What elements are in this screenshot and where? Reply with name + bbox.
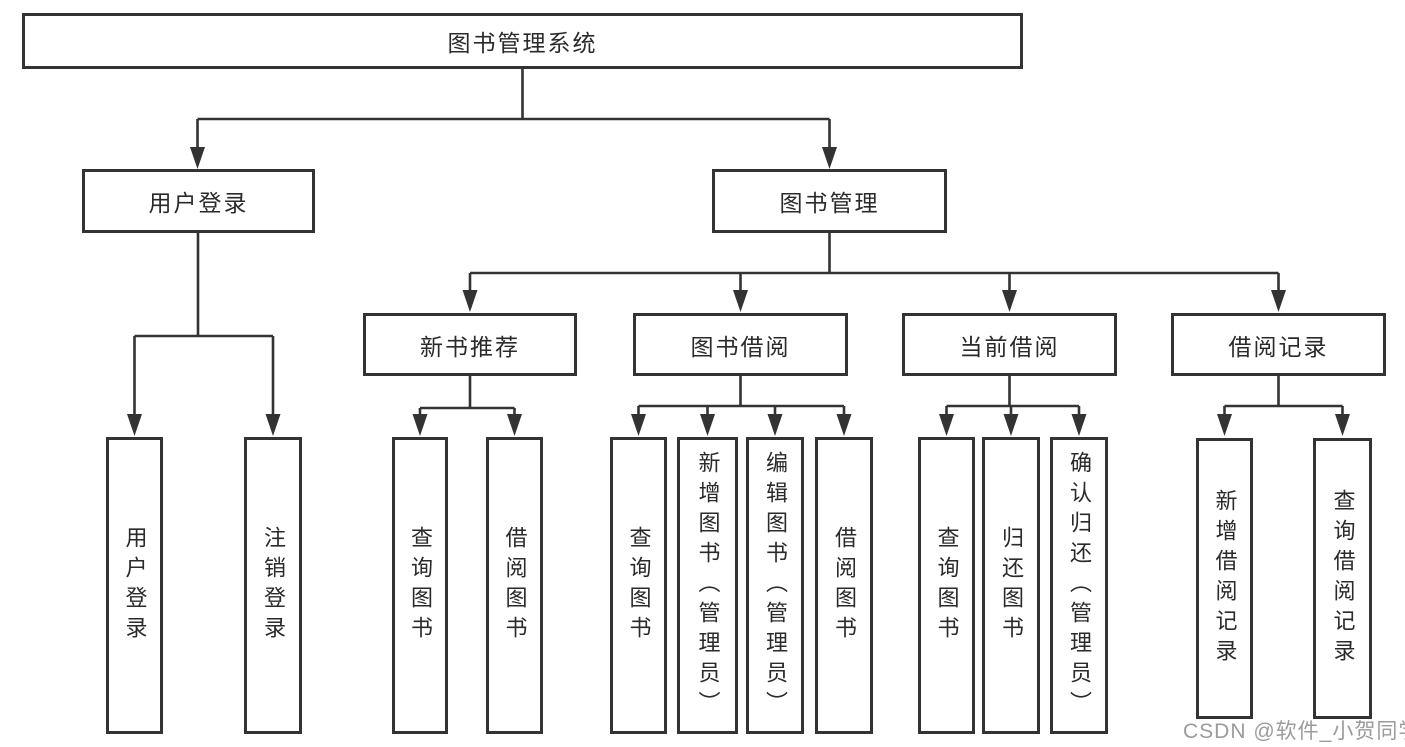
node-current-borrow: 当前借阅 xyxy=(902,313,1117,376)
arrowhead-icon xyxy=(265,414,281,436)
node-label: 用户登录 xyxy=(122,525,148,646)
arrowhead-icon xyxy=(631,414,646,436)
node-label: 归还图书 xyxy=(999,525,1024,646)
node-label: 借阅图书 xyxy=(502,525,528,646)
leaf-user-login: 用户登录 xyxy=(106,437,163,734)
leaf-query-borrow-record: 查询借阅记录 xyxy=(1313,438,1372,719)
node-label: 借阅记录 xyxy=(1228,333,1329,360)
connector-root-to-level2 xyxy=(190,68,837,169)
connector-current-borrow-group xyxy=(939,376,1087,436)
node-label: 新书推荐 xyxy=(420,333,520,360)
connector-new-book-group xyxy=(412,376,522,436)
node-label: 编辑图书（管理员） xyxy=(763,450,788,721)
node-label: 借阅图书 xyxy=(832,525,857,646)
node-label: 用户登录 xyxy=(148,190,249,216)
leaf-query-book-3: 查询图书 xyxy=(918,437,975,734)
node-root-system: 图书管理系统 xyxy=(22,13,1023,69)
arrowhead-icon xyxy=(767,414,783,436)
arrowhead-icon xyxy=(462,290,478,312)
node-label: 图书管理 xyxy=(779,190,880,216)
watermark: CSDN @软件_小贺同学 xyxy=(1183,720,1405,743)
node-book-borrow: 图书借阅 xyxy=(633,313,848,376)
leaf-add-borrow-record: 新增借阅记录 xyxy=(1196,438,1253,719)
connector-book-borrow-group xyxy=(631,376,852,436)
arrowhead-icon xyxy=(127,414,142,436)
arrowhead-icon xyxy=(822,147,837,169)
node-label: 查询借阅记录 xyxy=(1330,488,1356,669)
node-label: 图书管理系统 xyxy=(447,30,598,56)
node-label: 新增图书（管理员） xyxy=(695,450,721,721)
arrowhead-icon xyxy=(939,414,954,436)
arrowhead-icon xyxy=(190,147,205,169)
node-label: 当前借阅 xyxy=(959,333,1060,360)
node-label: 注销登录 xyxy=(261,525,286,646)
node-new-book-recommend: 新书推荐 xyxy=(363,313,577,376)
arrowhead-icon xyxy=(836,414,852,436)
arrowhead-icon xyxy=(1003,414,1019,436)
node-book-management: 图书管理 xyxy=(712,169,947,233)
node-label: 新增借阅记录 xyxy=(1212,488,1238,669)
node-borrow-record: 借阅记录 xyxy=(1171,313,1386,376)
node-label: 查询图书 xyxy=(626,525,652,646)
arrowhead-icon xyxy=(507,414,522,436)
connector-book-mgmt-to-level3 xyxy=(462,233,1286,312)
connector-borrow-record-group xyxy=(1217,376,1350,436)
leaf-borrow-book-2: 借阅图书 xyxy=(815,437,873,734)
arrowhead-icon xyxy=(700,414,715,436)
leaf-add-book-admin: 新增图书（管理员） xyxy=(677,437,738,734)
arrowhead-icon xyxy=(412,414,428,436)
arrowhead-icon xyxy=(733,290,748,312)
arrowhead-icon xyxy=(1217,414,1232,436)
node-user-login: 用户登录 xyxy=(82,169,315,233)
arrowhead-icon xyxy=(1335,414,1350,436)
leaf-query-book-1: 查询图书 xyxy=(392,437,448,734)
node-label: 确认归还（管理员） xyxy=(1067,450,1092,721)
arrowhead-icon xyxy=(1071,414,1087,436)
leaf-confirm-return-admin: 确认归还（管理员） xyxy=(1050,437,1108,734)
leaf-edit-book-admin: 编辑图书（管理员） xyxy=(746,437,804,734)
leaf-query-book-2: 查询图书 xyxy=(610,437,667,734)
node-label: 查询图书 xyxy=(408,525,433,646)
node-label: 图书借阅 xyxy=(690,333,791,360)
leaf-logout: 注销登录 xyxy=(244,437,302,734)
leaf-return-book: 归还图书 xyxy=(982,437,1040,734)
arrowhead-icon xyxy=(1002,290,1017,312)
arrowhead-icon xyxy=(1271,290,1286,312)
connector-user-login-group xyxy=(127,233,281,436)
node-label: 查询图书 xyxy=(934,525,960,646)
leaf-borrow-book-1: 借阅图书 xyxy=(486,437,543,734)
